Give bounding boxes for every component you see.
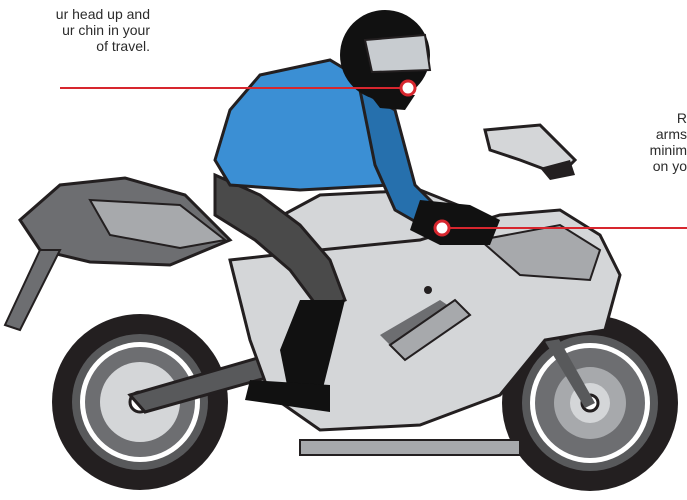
belly-pan (300, 440, 520, 455)
callout-marker-head (401, 81, 415, 95)
callout-marker-arms (435, 221, 449, 235)
plate-bracket (5, 250, 60, 330)
fairing-bolt (424, 286, 432, 294)
